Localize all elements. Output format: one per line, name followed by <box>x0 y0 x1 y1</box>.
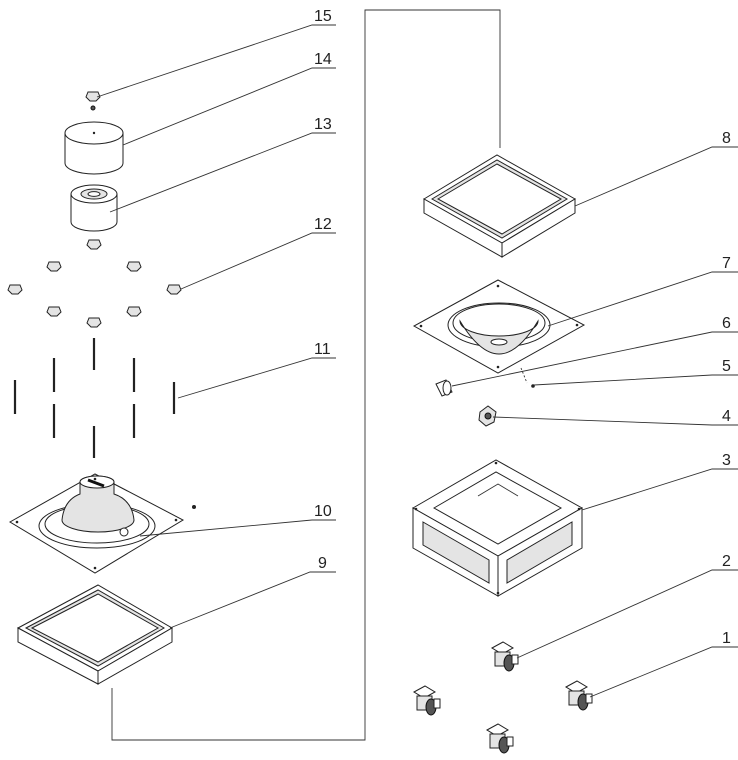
callout-12: 12 <box>314 216 332 233</box>
part-1-caster-left <box>412 685 441 716</box>
callout-10: 10 <box>314 503 332 520</box>
part-12-nuts <box>7 239 182 328</box>
assembly-connector-line <box>111 9 501 741</box>
callout-7: 7 <box>722 255 731 272</box>
callout-14: 14 <box>314 51 332 68</box>
part-1-caster-front <box>485 723 514 754</box>
part-11-bolts <box>13 338 176 458</box>
callout-2: 2 <box>722 553 731 570</box>
part-7-mounting-plate <box>412 279 586 374</box>
part-2-caster <box>490 641 519 672</box>
callout-5: 5 <box>722 358 731 375</box>
part-5-pin <box>520 367 535 388</box>
callout-1: 1 <box>722 630 731 647</box>
part-1-caster <box>564 680 593 711</box>
part-10-base-plate <box>9 473 196 574</box>
callout-9: 9 <box>318 555 327 572</box>
part-4-knob <box>478 405 497 427</box>
callout-4: 4 <box>722 408 731 425</box>
callout-6: 6 <box>722 315 731 332</box>
part-9-lower-frame <box>16 584 173 685</box>
part-15-cap-screw <box>85 91 101 111</box>
callout-leaders <box>96 24 738 698</box>
callout-labels: 15 14 13 12 11 10 9 8 7 6 5 4 3 2 1 <box>314 8 731 647</box>
part-6-bushing <box>435 379 453 397</box>
part-8-top-frame <box>423 154 576 258</box>
callout-3: 3 <box>722 452 731 469</box>
callout-15: 15 <box>314 8 332 25</box>
callout-8: 8 <box>722 130 731 147</box>
callout-11: 11 <box>314 341 331 358</box>
part-3-stand-frame <box>411 459 584 597</box>
part-13-hub <box>70 184 118 232</box>
part-14-cylinder-cap <box>64 121 124 175</box>
callout-13: 13 <box>314 116 332 133</box>
